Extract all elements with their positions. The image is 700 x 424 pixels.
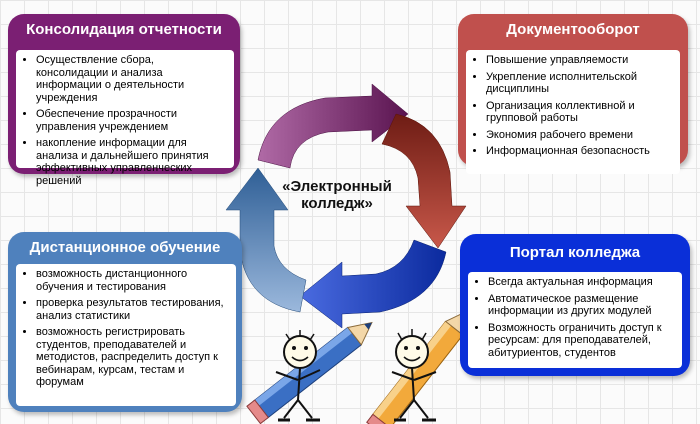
- list-item: Укрепление исполнительской дисциплины: [486, 71, 674, 96]
- box-distance-learning-content: возможность дистанционного обучения и те…: [16, 264, 236, 406]
- purple-arrow: [257, 83, 409, 169]
- list-item: Информационная безопасность: [486, 145, 674, 158]
- box-document-flow-content: Повышение управляемости Укрепление испол…: [466, 50, 680, 174]
- navy-arrow: [299, 239, 447, 329]
- list-item: возможность регистрировать студентов, пр…: [36, 326, 230, 389]
- box-consolidation: Консолидация отчетности Осуществление сб…: [8, 14, 240, 187]
- red-arrow: [381, 113, 467, 249]
- box-distance-learning-title: Дистанционное обучение: [29, 239, 221, 256]
- list-item: Обеспечение прозрачности управления учре…: [36, 108, 228, 133]
- box-consolidation-title: Консолидация отчетности: [26, 21, 222, 38]
- list-item: Экономия рабочего времени: [486, 129, 674, 142]
- list-item: Всегда актуальная информация: [488, 276, 676, 289]
- box-college-portal: Портал колледжа Всегда актуальная информ…: [460, 234, 690, 376]
- list-item: проверка результатов тестирования, анали…: [36, 297, 230, 322]
- blue-arrow: [225, 167, 307, 313]
- center-title-line2: колледж»: [301, 195, 373, 212]
- center-title: «Электронный колледж»: [262, 178, 412, 212]
- list-item: Повышение управляемости: [486, 54, 674, 67]
- list-item: Возможность ограничить доступ к ресурсам…: [488, 322, 676, 360]
- list-item: Организация коллективной и групповой раб…: [486, 100, 674, 125]
- box-consolidation-content: Осуществление сбора, консолидации и анал…: [16, 50, 234, 187]
- box-document-flow: Документооборот Повышение управляемости …: [458, 14, 688, 174]
- center-title-line1: «Электронный: [282, 178, 392, 195]
- box-college-portal-content: Всегда актуальная информация Автоматичес…: [468, 272, 682, 368]
- box-document-flow-title: Документооборот: [506, 21, 640, 38]
- right-pencil-figure: [366, 309, 469, 424]
- list-item: накопление информации для анализа и даль…: [36, 137, 228, 187]
- left-pencil-figure: [246, 321, 373, 424]
- box-distance-learning: Дистанционное обучение возможность диста…: [8, 232, 242, 412]
- list-item: возможность дистанционного обучения и те…: [36, 268, 230, 293]
- list-item: Автоматическое размещение информации из …: [488, 293, 676, 318]
- list-item: Осуществление сбора, консолидации и анал…: [36, 54, 228, 104]
- box-college-portal-title: Портал колледжа: [509, 244, 641, 261]
